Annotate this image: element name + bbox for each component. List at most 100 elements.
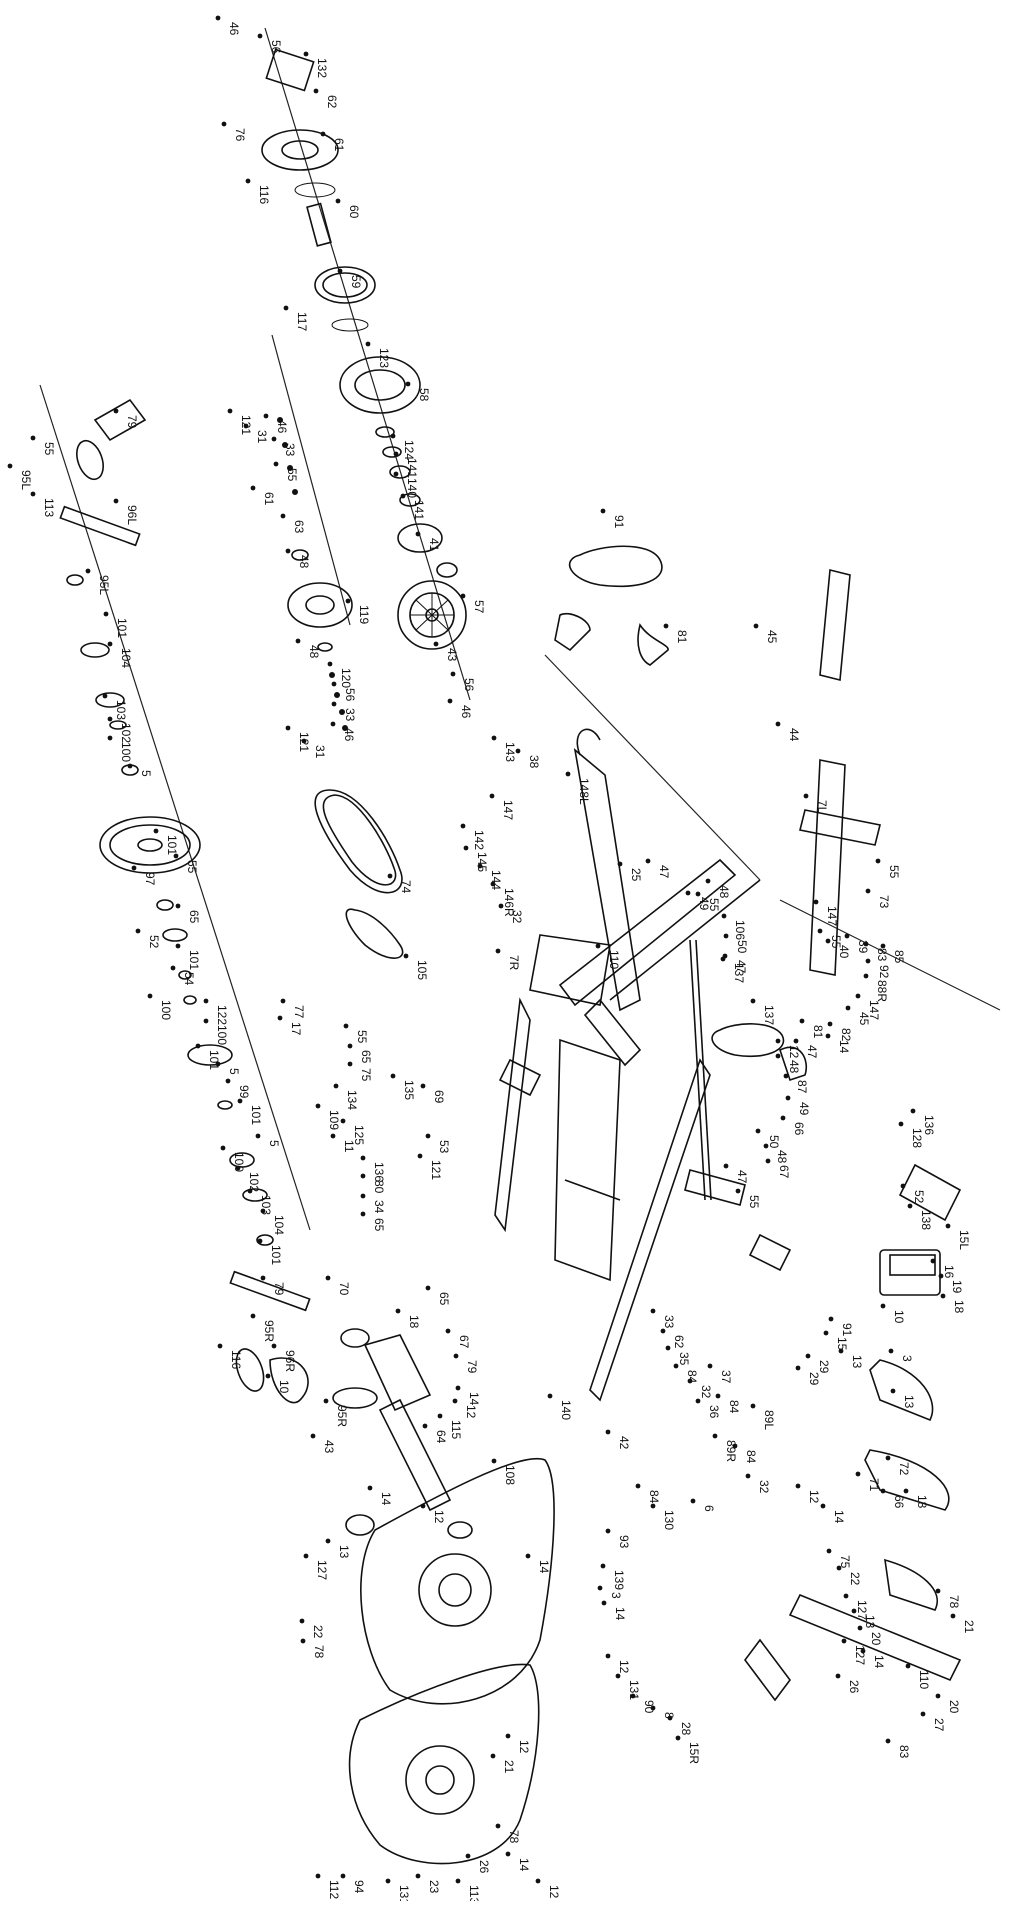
- callout-leader-dot: [505, 1851, 511, 1857]
- callout-leader-dot: [663, 623, 669, 629]
- callout-label: 79: [125, 415, 139, 429]
- callout-label: 14: [379, 1492, 393, 1506]
- callout-leader-dot: [280, 513, 286, 519]
- callout-label: 84: [744, 1450, 758, 1464]
- callout-leader-dot: [940, 1293, 946, 1299]
- callout-leader-dot: [780, 1115, 786, 1121]
- callout-label: 32: [757, 1480, 771, 1494]
- callout-label: 18: [407, 1315, 421, 1329]
- callout-leader-dot: [285, 725, 291, 731]
- callout-leader-dot: [763, 1143, 769, 1149]
- callout-leader-dot: [845, 1005, 851, 1011]
- callout-leader-dot: [403, 953, 409, 959]
- callout-label: 12: [464, 1405, 478, 1419]
- callout-label: 79: [272, 1282, 286, 1296]
- callout-leader-dot: [85, 568, 91, 574]
- callout-label: 12: [807, 1490, 821, 1504]
- callout-label: 29: [817, 1360, 831, 1374]
- side-cover-left: [360, 1457, 555, 1705]
- callout-label: 61: [262, 492, 276, 506]
- callout-leader-dot: [337, 268, 343, 274]
- callout-label: 46: [342, 728, 356, 742]
- callout-leader-dot: [795, 1365, 801, 1371]
- callout-label: 14: [467, 1392, 481, 1406]
- callout-label: 65: [372, 1218, 386, 1232]
- callout-leader-dot: [885, 1738, 891, 1744]
- crank-assembly: [59, 398, 311, 1404]
- callout-leader-dot: [817, 928, 823, 934]
- callout-label: 55: [887, 865, 901, 879]
- callout-leader-dot: [903, 1488, 909, 1494]
- callout-leader-dot: [477, 863, 483, 869]
- callout-label: 142: [472, 830, 486, 850]
- callout-leader-dot: [330, 721, 336, 727]
- callout-label: 103: [114, 700, 128, 720]
- callout-label: 35: [677, 1352, 691, 1366]
- callout-leader-dot: [415, 531, 421, 537]
- callout-label: 83: [897, 1745, 911, 1759]
- callout-leader-dot: [102, 693, 108, 699]
- callout-label: 91: [840, 1323, 854, 1337]
- callout-leader-dot: [723, 1163, 729, 1169]
- callout-leader-dot: [460, 823, 466, 829]
- flywheel-assembly: [261, 48, 467, 650]
- callout-leader-dot: [898, 1121, 904, 1127]
- callout-leader-dot: [495, 1823, 501, 1829]
- callout-label: 14: [517, 1858, 531, 1872]
- callout-leader-dot: [880, 1303, 886, 1309]
- callout-leader-dot: [825, 938, 831, 944]
- callout-leader-dot: [685, 890, 691, 896]
- callout-label: 95L: [97, 575, 111, 595]
- callout-label: 14: [832, 1510, 846, 1524]
- callout-label: 13: [863, 1615, 877, 1629]
- callout-leader-dot: [930, 1258, 936, 1264]
- callout-leader-dot: [813, 899, 819, 905]
- callout-leader-dot: [360, 1173, 366, 1179]
- callout-label: 48: [307, 645, 321, 659]
- callout-leader-dot: [331, 701, 337, 707]
- callout-label: 55: [355, 1030, 369, 1044]
- callout-leader-dot: [30, 435, 36, 441]
- belts: [314, 545, 785, 1058]
- callout-label: 45: [857, 1012, 871, 1026]
- callout-label: 81: [675, 630, 689, 644]
- callout-label: 101: [207, 1050, 221, 1070]
- callout-label: 110: [917, 1670, 931, 1689]
- callout-label: 123: [377, 348, 391, 368]
- callout-label: 101: [249, 1105, 263, 1125]
- callout-leader-dot: [828, 1316, 834, 1322]
- callout-label: 116: [229, 1350, 243, 1369]
- callout-label: 6: [702, 1505, 716, 1512]
- callout-leader-dot: [615, 1673, 621, 1679]
- callout-label: 14: [837, 1040, 851, 1054]
- callout-label: 148L: [577, 778, 591, 805]
- callout-leader-dot: [665, 1345, 671, 1351]
- callout-leader-dot: [420, 1083, 426, 1089]
- callout-label: 75: [838, 1555, 852, 1569]
- callout-leader-dot: [347, 1043, 353, 1049]
- callout-leader-dot: [237, 1098, 243, 1104]
- callout-leader-dot: [827, 1021, 833, 1027]
- callout-label: 54: [182, 972, 196, 986]
- callout-label: 32: [699, 1385, 713, 1399]
- callout-label: 12: [432, 1510, 446, 1524]
- callout-label: 79: [465, 1360, 479, 1374]
- callout-leader-dot: [107, 641, 113, 647]
- callout-leader-dot: [250, 485, 256, 491]
- callout-leader-dot: [221, 121, 227, 127]
- callout-leader-dot: [175, 903, 181, 909]
- callout-leader-dot: [900, 1183, 906, 1189]
- callout-label: 14: [613, 1607, 627, 1621]
- callout-leader-dot: [795, 1483, 801, 1489]
- callout-leader-dot: [920, 1711, 926, 1717]
- callout-leader-dot: [437, 1413, 443, 1419]
- callout-leader-dot: [745, 1473, 751, 1479]
- callout-leader-dot: [490, 881, 496, 887]
- callout-label: 38: [527, 755, 541, 769]
- callout-label: 137: [762, 1005, 776, 1025]
- callout-leader-dot: [865, 958, 871, 964]
- callout-label: 55: [285, 468, 299, 482]
- callout-label: 134: [345, 1090, 359, 1110]
- callout-leader-dot: [905, 1663, 911, 1669]
